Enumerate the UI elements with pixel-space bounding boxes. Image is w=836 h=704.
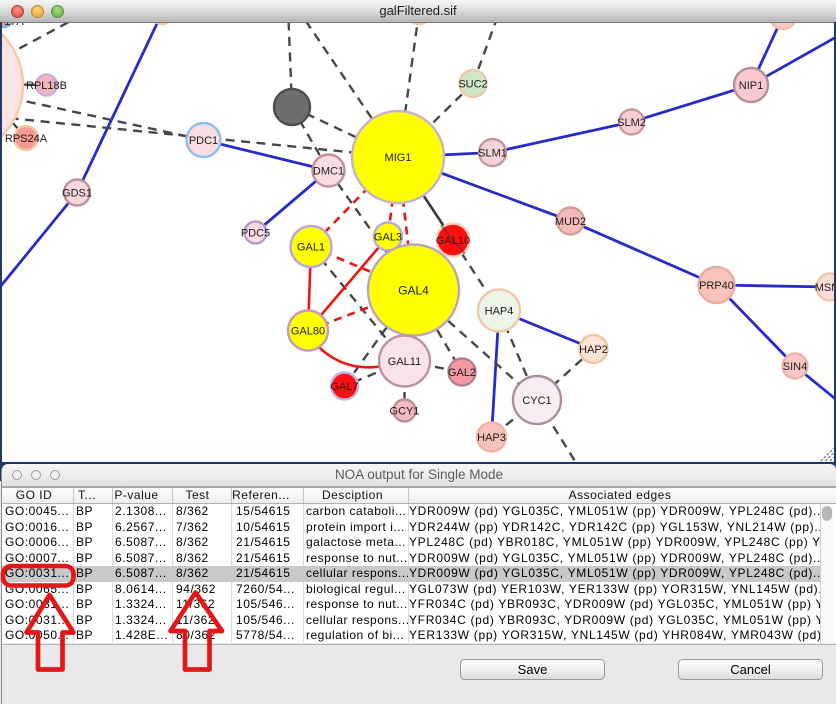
svg-text:GAL3: GAL3: [374, 232, 402, 244]
svg-text:DMC1: DMC1: [313, 166, 344, 178]
svg-text:GAL1: GAL1: [297, 242, 325, 254]
svg-text:CYC1: CYC1: [522, 395, 551, 407]
svg-text:17A: 17A: [4, 22, 24, 28]
svg-text:GAL2: GAL2: [448, 367, 476, 379]
svg-text:MSN5: MSN5: [815, 282, 836, 294]
svg-text:RPS24A: RPS24A: [5, 133, 48, 145]
svg-text:SIN4: SIN4: [783, 361, 807, 373]
svg-text:SUC2: SUC2: [458, 79, 487, 91]
svg-text:GDS1: GDS1: [62, 188, 92, 200]
svg-text:HAP3: HAP3: [477, 432, 506, 444]
svg-text:PRP40: PRP40: [699, 280, 734, 292]
svg-text:SLM1: SLM1: [478, 148, 507, 160]
svg-text:MUD2: MUD2: [555, 216, 586, 228]
svg-text:HAP2: HAP2: [579, 344, 608, 356]
svg-text:NIP1: NIP1: [739, 80, 763, 92]
svg-text:MIG1: MIG1: [385, 152, 412, 164]
svg-text:GCY1: GCY1: [390, 406, 420, 418]
svg-text:GAL10: GAL10: [436, 235, 470, 247]
svg-text:PDC5: PDC5: [241, 228, 270, 240]
svg-text:GAL80: GAL80: [291, 326, 325, 338]
svg-text:GAL7: GAL7: [330, 381, 358, 393]
svg-text:PDC1: PDC1: [189, 135, 218, 147]
svg-text:SLM2: SLM2: [617, 117, 646, 129]
svg-text:GAL11: GAL11: [388, 356, 421, 368]
svg-text:RPL18B: RPL18B: [26, 80, 67, 92]
svg-text:GAL4: GAL4: [398, 284, 429, 298]
svg-text:HAP4: HAP4: [485, 306, 514, 318]
